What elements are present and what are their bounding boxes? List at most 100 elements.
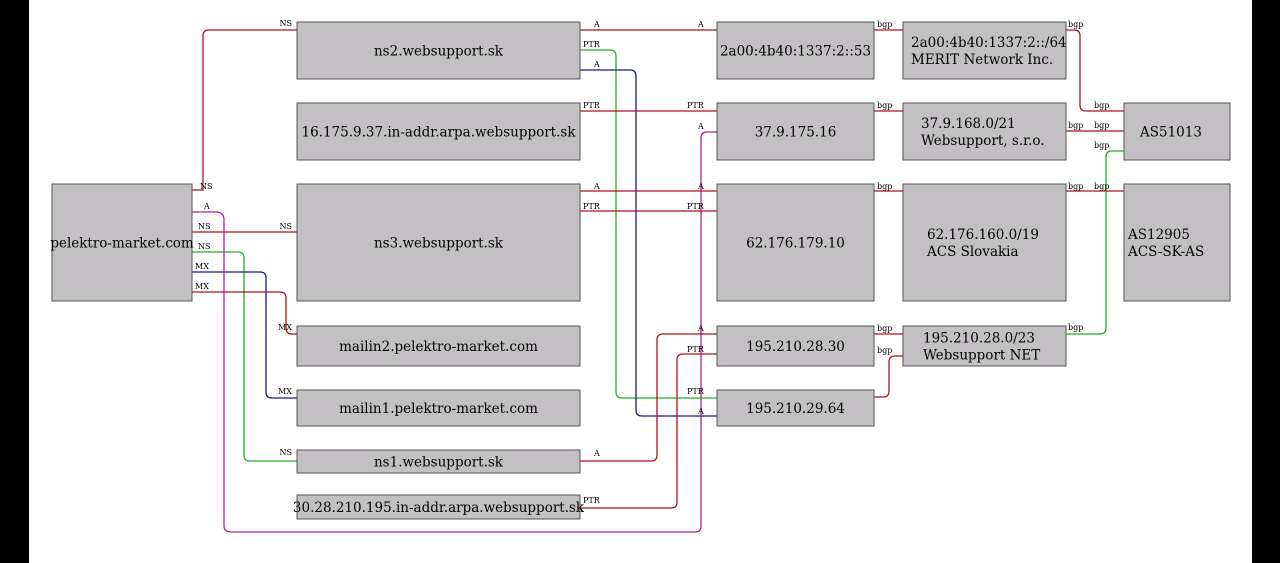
edge-bgp-net6 bbox=[1066, 29, 1124, 112]
edge-ptr-ns2 bbox=[580, 49, 717, 399]
node-label: mailin2.pelektro-market.com bbox=[339, 339, 538, 355]
edge-label: PTR bbox=[687, 387, 705, 396]
edge-label: PTR bbox=[583, 202, 601, 211]
node-label: Websupport, s.r.o. bbox=[921, 133, 1045, 149]
node-box bbox=[296, 102, 581, 161]
edge-label: bgp bbox=[877, 324, 892, 333]
edge-label: bgp bbox=[1068, 20, 1083, 29]
node-ns3[interactable]: ns3.websupport.sk bbox=[296, 183, 581, 302]
node-box bbox=[716, 21, 875, 80]
edge-label: A bbox=[697, 324, 704, 333]
edge-label: PTR bbox=[583, 101, 601, 110]
node-label: Websupport NET bbox=[923, 348, 1040, 364]
edge-label: MX bbox=[195, 282, 209, 291]
edge-label: bgp bbox=[1068, 182, 1083, 191]
edge-label: A bbox=[593, 449, 600, 458]
edge-label: PTR bbox=[583, 496, 601, 505]
node-box bbox=[902, 183, 1067, 302]
edge-label: bgp bbox=[1094, 121, 1109, 130]
node-ip195a[interactable]: 195.210.28.30 bbox=[716, 325, 875, 367]
edge-label: NS bbox=[200, 182, 212, 191]
node-mailin1[interactable]: mailin1.pelektro-market.com bbox=[296, 389, 581, 427]
edge-bgp-ip195b bbox=[874, 355, 903, 398]
edge-label: PTR bbox=[687, 202, 705, 211]
node-box bbox=[296, 449, 581, 474]
node-label: 62.176.179.10 bbox=[746, 236, 845, 252]
node-box bbox=[1123, 102, 1231, 161]
node-as51013[interactable]: AS51013 bbox=[1123, 102, 1231, 161]
node-label: AS12905 bbox=[1127, 227, 1190, 243]
edge-label: NS bbox=[280, 448, 292, 457]
edge-label: A bbox=[697, 182, 704, 191]
node-mailin2[interactable]: mailin2.pelektro-market.com bbox=[296, 325, 581, 367]
edge-label: bgp bbox=[877, 101, 892, 110]
node-pelektro[interactable]: pelektro-market.com bbox=[50, 183, 194, 302]
node-box bbox=[296, 389, 581, 427]
edges-layer bbox=[192, 29, 1124, 533]
node-ns1[interactable]: ns1.websupport.sk bbox=[296, 449, 581, 474]
node-label: MERIT Network Inc. bbox=[911, 52, 1053, 68]
edge-mx-mailin2 bbox=[192, 291, 297, 335]
node-rev16[interactable]: 16.175.9.37.in-addr.arpa.websupport.sk bbox=[296, 102, 581, 161]
node-box bbox=[716, 389, 875, 427]
edge-bgp-net195 bbox=[1066, 150, 1124, 335]
node-label: 37.9.168.0/21 bbox=[921, 116, 1016, 132]
node-ns2[interactable]: ns2.websupport.sk bbox=[296, 21, 581, 80]
node-label: ns1.websupport.sk bbox=[374, 455, 504, 471]
edge-label: PTR bbox=[687, 345, 705, 354]
node-label: 2a00:4b40:1337:2::/64 bbox=[911, 35, 1067, 51]
edge-label: A bbox=[593, 20, 600, 29]
nodes-layer: pelektro-market.com ns2.websupport.sk 16.1… bbox=[50, 21, 1231, 520]
edge-ns-ns2 bbox=[192, 29, 297, 191]
edge-label: NS bbox=[280, 19, 292, 28]
node-label: 195.210.28.30 bbox=[746, 339, 845, 355]
edge-label: MX bbox=[195, 262, 209, 271]
node-ip195b[interactable]: 195.210.29.64 bbox=[716, 389, 875, 427]
node-label: ACS-SK-AS bbox=[1127, 244, 1204, 260]
edge-label: bgp bbox=[877, 20, 892, 29]
edge-label: MX bbox=[278, 323, 292, 332]
edge-label: bgp bbox=[877, 346, 892, 355]
edge-mx-mailin1 bbox=[192, 271, 297, 399]
node-label: 2a00:4b40:1337:2::53 bbox=[720, 44, 871, 60]
node-box bbox=[716, 183, 875, 302]
edge-a-ip37 bbox=[192, 131, 717, 533]
edge-label: A bbox=[697, 407, 704, 416]
node-label: AS51013 bbox=[1139, 125, 1202, 141]
node-label: 37.9.175.16 bbox=[755, 125, 837, 141]
node-ip62[interactable]: 62.176.179.10 bbox=[716, 183, 875, 302]
node-box bbox=[296, 183, 581, 302]
node-label: 30.28.210.195.in-addr.arpa.websupport.sk bbox=[293, 500, 585, 516]
node-box bbox=[902, 102, 1067, 161]
edge-label: bgp bbox=[1094, 141, 1109, 150]
edge-label: NS bbox=[280, 222, 292, 231]
edge-label: A bbox=[697, 20, 704, 29]
node-label: ACS Slovakia bbox=[926, 244, 1019, 260]
node-box bbox=[296, 21, 581, 80]
node-box bbox=[296, 494, 581, 520]
node-ip6[interactable]: 2a00:4b40:1337:2::53 bbox=[716, 21, 875, 80]
edge-label: A bbox=[697, 122, 704, 131]
node-ip37[interactable]: 37.9.175.16 bbox=[716, 102, 875, 161]
edge-a-ns2-ip195b bbox=[580, 69, 717, 417]
edge-ptr-rev30 bbox=[580, 353, 717, 509]
edge-label: A bbox=[203, 202, 210, 211]
node-box bbox=[716, 325, 875, 367]
node-label: mailin1.pelektro-market.com bbox=[339, 401, 538, 417]
node-label: ns2.websupport.sk bbox=[374, 44, 504, 60]
edge-label: bgp bbox=[877, 182, 892, 191]
edge-label: MX bbox=[278, 387, 292, 396]
edge-label: PTR bbox=[687, 101, 705, 110]
edge-label: bgp bbox=[1094, 182, 1109, 191]
node-box bbox=[1123, 183, 1231, 302]
node-rev30[interactable]: 30.28.210.195.in-addr.arpa.websupport.sk bbox=[293, 494, 585, 520]
node-box bbox=[51, 183, 193, 302]
edge-label: A bbox=[593, 182, 600, 191]
